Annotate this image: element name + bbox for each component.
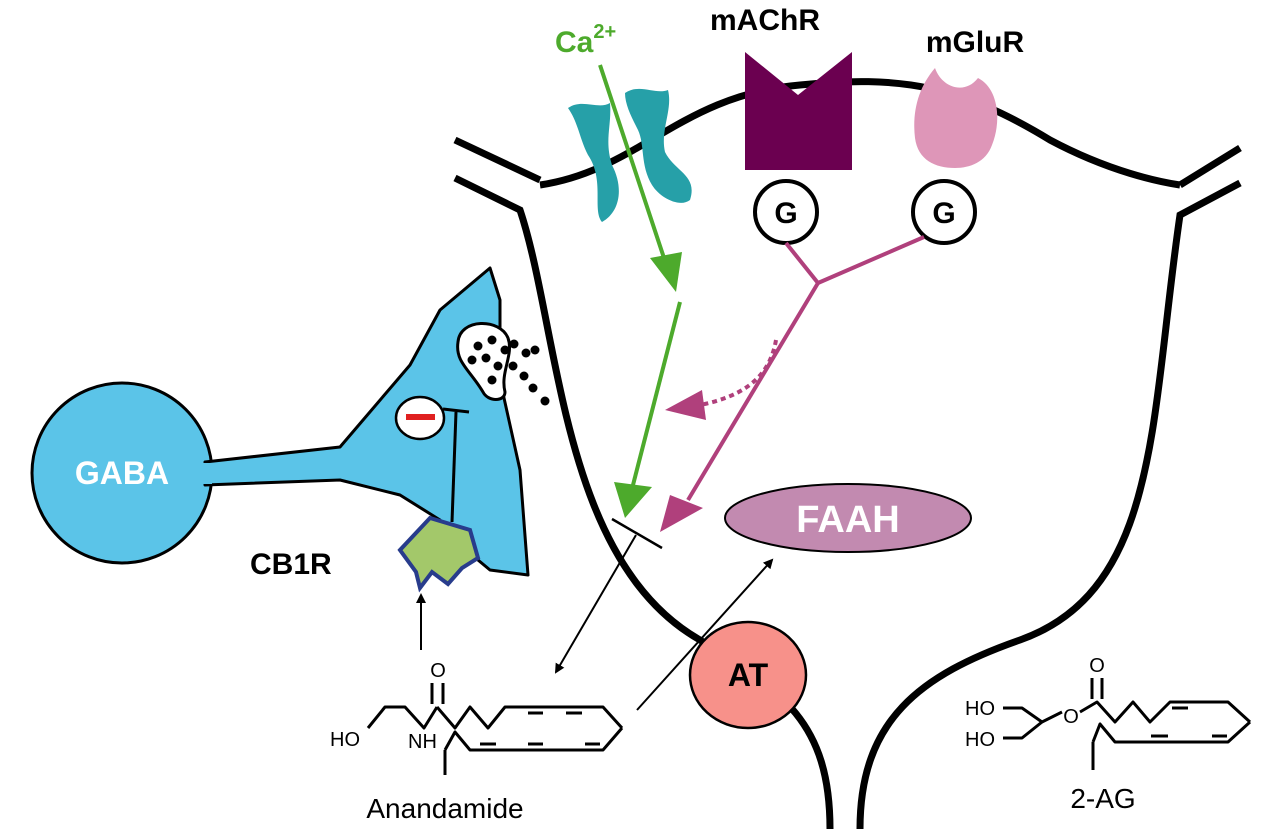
membrane-top-left-segment xyxy=(453,136,542,184)
anandamide-uptake-arrow xyxy=(636,558,774,711)
two-ag-ester-oxygen: O xyxy=(1063,706,1079,728)
gaba-label: GABA xyxy=(75,455,169,491)
two-ag-structure: O HO HO O xyxy=(965,655,1252,770)
membrane-right-wall xyxy=(856,179,1242,830)
inhibition-symbol xyxy=(394,395,446,441)
postsynaptic-membrane xyxy=(453,78,1242,830)
axon-cover xyxy=(198,463,212,484)
at-transporter: AT xyxy=(688,620,808,730)
membrane-top-right-segment xyxy=(1178,145,1242,188)
anandamide-hydroxyl: HO xyxy=(330,729,360,751)
calcium-channel-right-subunit xyxy=(625,88,692,203)
two-ag-hydroxyl-bottom: HO xyxy=(965,729,995,751)
faah-label: FAAH xyxy=(796,499,899,541)
two-ag-carbonyl-oxygen: O xyxy=(1089,655,1105,677)
gprotein-pathway xyxy=(660,235,925,532)
g-protein-mglur-label: G xyxy=(932,197,955,230)
cb1r-receptor-icon xyxy=(397,515,481,593)
calcium-charge: 2+ xyxy=(593,21,616,43)
g-protein-machr: G xyxy=(753,179,819,245)
gprotein-to-synthesis-line xyxy=(686,281,820,502)
calcium-signal-arrowhead xyxy=(614,482,652,518)
calcium-symbol: Ca xyxy=(555,26,594,59)
g-protein-mglur: G xyxy=(911,179,977,245)
cb1r-label: CB1R xyxy=(250,548,332,581)
anandamide-structure: O HO NH xyxy=(330,660,624,775)
gaba-neuron: GABA xyxy=(30,266,550,593)
gaba-axon xyxy=(203,266,530,577)
gprotein-dashed-line xyxy=(699,339,778,407)
at-label: AT xyxy=(728,657,769,693)
calcium-channel-left-subunit xyxy=(568,103,619,222)
g-protein-machr-label: G xyxy=(774,197,797,230)
calcium-influx-arrowhead xyxy=(650,252,682,292)
machr-receptor-icon xyxy=(745,52,852,170)
calcium-label: Ca2+ xyxy=(555,21,616,59)
machr-signal-line xyxy=(784,241,820,285)
gprotein-dashed-arrowhead xyxy=(665,390,706,420)
membrane-left-wall xyxy=(453,174,834,830)
synthesis-bar xyxy=(611,517,663,550)
inhibition-line xyxy=(450,411,458,523)
calcium-signal-line xyxy=(631,301,682,486)
minus-icon xyxy=(406,414,435,420)
gprotein-synthesis-arrowhead xyxy=(660,495,703,532)
two-ag-label: 2-AG xyxy=(1070,783,1135,814)
anandamide-release-arrow xyxy=(554,534,637,674)
mglur-receptor-icon xyxy=(914,68,998,168)
machr-label: mAChR xyxy=(710,4,820,37)
calcium-influx-line xyxy=(598,64,666,259)
mglur-signal-line xyxy=(817,235,925,285)
faah-enzyme: FAAH xyxy=(724,483,972,553)
anandamide-label: Anandamide xyxy=(366,793,523,824)
anandamide-amine: NH xyxy=(408,731,437,753)
anandamide-oxygen: O xyxy=(430,660,446,682)
calcium-pathway xyxy=(598,64,682,518)
neurotransmitter-vesicles xyxy=(467,335,550,406)
inhibition-bar xyxy=(442,407,470,414)
calcium-channel xyxy=(568,88,692,222)
mglur-label: mGluR xyxy=(926,26,1025,59)
two-ag-hydroxyl-top: HO xyxy=(965,698,995,720)
